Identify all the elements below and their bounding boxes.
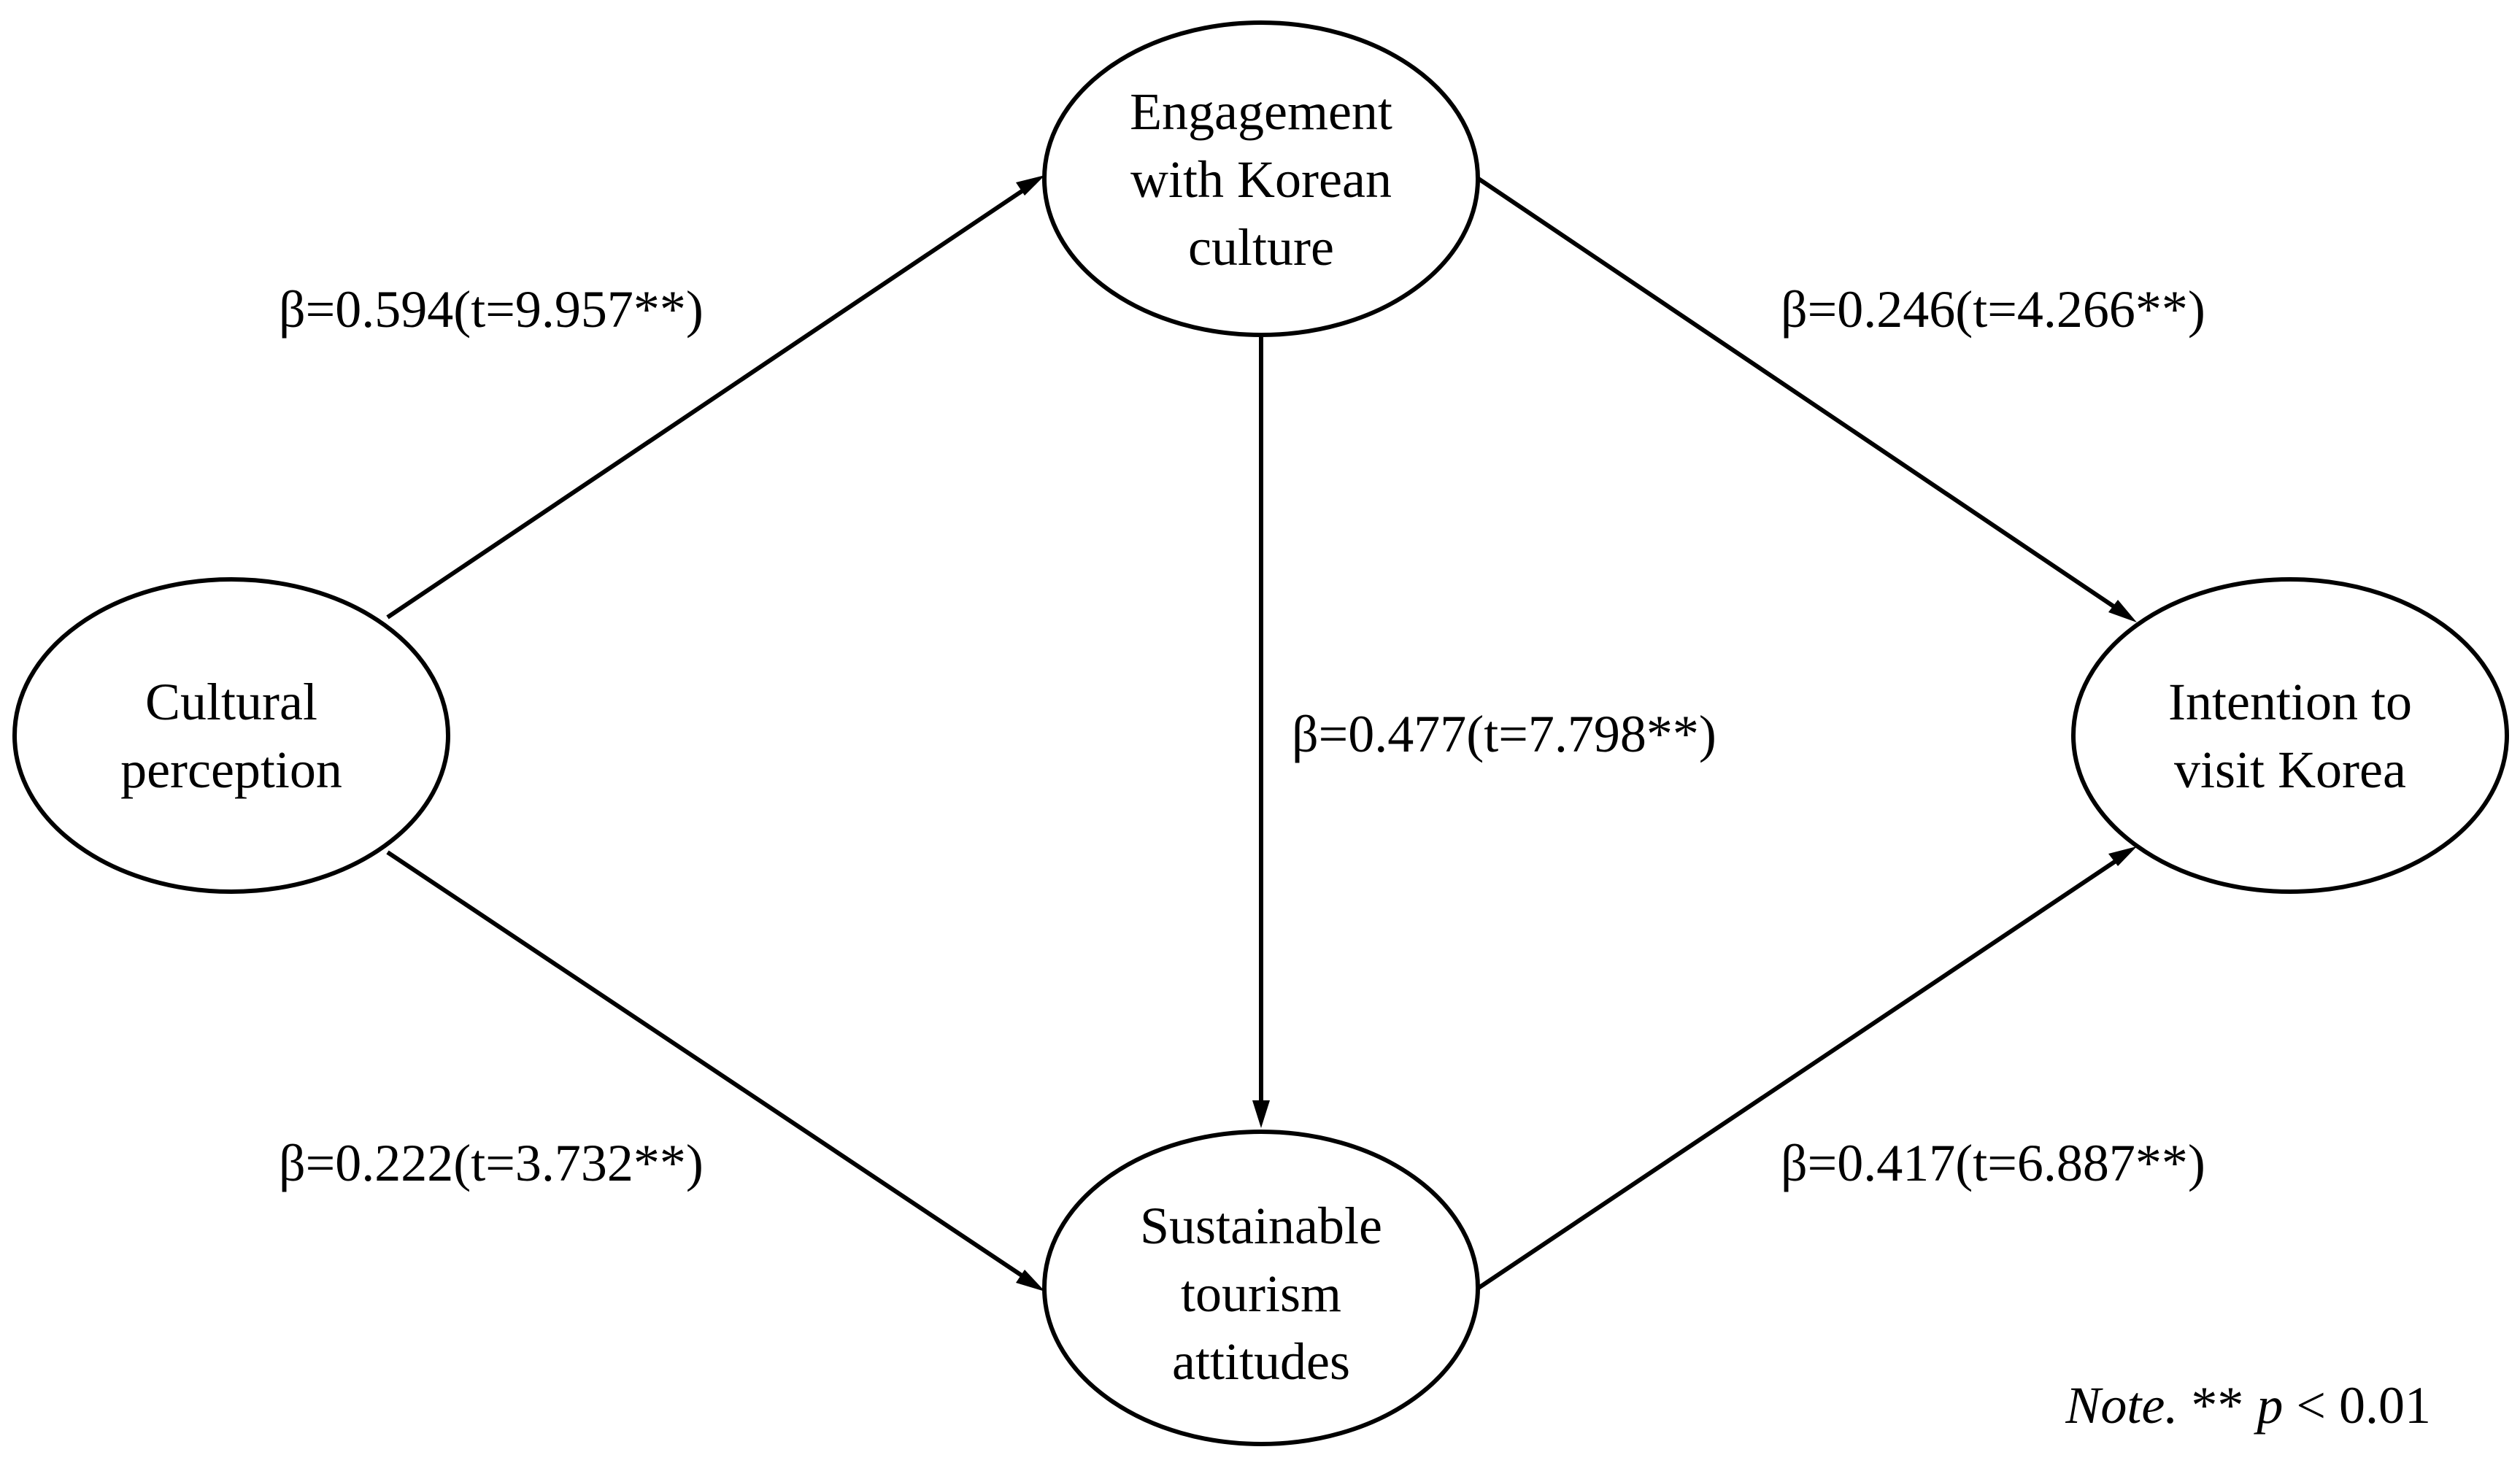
node-shape-intention-to-visit-korea <box>2071 577 2509 894</box>
arrowhead-engagement-to-sustainable <box>1252 1100 1270 1128</box>
node-label-engagement-with-korean-culture: Engagement <box>1130 82 1392 141</box>
edge-sustainable-to-intention <box>1477 846 2137 1290</box>
note-p: p <box>2253 1376 2283 1435</box>
significance-note: Note. ** p < 0.01 <box>2000 1376 2470 1435</box>
edges <box>386 175 2137 1292</box>
edge-line-cultural-to-sustainable <box>386 850 1036 1286</box>
node-label-cultural-perception: Cultural <box>145 673 317 731</box>
node-label-engagement-with-korean-culture: culture <box>1188 218 1334 277</box>
edge-line-cultural-to-engagement <box>386 180 1036 619</box>
node-shape-engagement-with-korean-culture <box>1042 20 1480 337</box>
node-engagement-with-korean-culture: Engagement with Korean culture <box>1042 20 1480 337</box>
node-label-sustainable-tourism-attitudes: Sustainable <box>1140 1197 1382 1255</box>
node-shape-cultural-perception <box>12 577 450 894</box>
node-label-cultural-perception: perception <box>120 741 342 799</box>
node-cultural-perception: Cultural perception <box>12 577 450 894</box>
edge-label-engagement-to-intention: β=0.246(t=4.266**) <box>1781 280 2205 339</box>
arrowhead-engagement-to-intention <box>2108 600 2137 622</box>
edge-label-engagement-to-sustainable: β=0.477(t=7.798**) <box>1292 705 1716 763</box>
edge-label-sustainable-to-intention: β=0.417(t=6.887**) <box>1781 1134 2205 1192</box>
arrowhead-cultural-to-sustainable <box>1016 1270 1045 1292</box>
node-sustainable-tourism-attitudes: Sustainable tourism attitudes <box>1042 1130 1480 1446</box>
node-label-sustainable-tourism-attitudes: attitudes <box>1172 1332 1350 1391</box>
edge-engagement-to-intention <box>1477 177 2137 622</box>
node-intention-to-visit-korea: Intention to visit Korea <box>2071 577 2509 894</box>
edge-label-cultural-to-engagement: β=0.594(t=9.957**) <box>279 280 704 339</box>
node-label-intention-to-visit-korea: visit Korea <box>2174 741 2406 799</box>
arrowhead-sustainable-to-intention <box>2108 846 2137 866</box>
node-label-engagement-with-korean-culture: with Korean <box>1130 150 1392 209</box>
nodes: Cultural perception Engagement with Kore… <box>12 20 2509 1446</box>
note-prefix: Note. <box>2065 1376 2178 1435</box>
edge-label-cultural-to-sustainable: β=0.222(t=3.732**) <box>279 1134 704 1192</box>
node-label-intention-to-visit-korea: Intention to <box>2168 673 2412 731</box>
note-rest: < 0.01 <box>2283 1376 2431 1435</box>
edge-engagement-to-sustainable <box>1252 337 1270 1128</box>
node-shape-sustainable-tourism-attitudes <box>1042 1130 1480 1446</box>
edge-line-engagement-to-intention <box>1477 177 2128 617</box>
edge-cultural-to-sustainable <box>386 850 1045 1292</box>
edge-cultural-to-engagement <box>386 175 1045 619</box>
edge-labels: β=0.594(t=9.957**) β=0.222(t=3.732**) β=… <box>279 280 2205 1192</box>
node-label-sustainable-tourism-attitudes: tourism <box>1181 1265 1341 1323</box>
arrowhead-cultural-to-engagement <box>1016 175 1045 196</box>
edge-line-sustainable-to-intention <box>1477 852 2128 1290</box>
note-stars: ** <box>2178 1376 2257 1435</box>
